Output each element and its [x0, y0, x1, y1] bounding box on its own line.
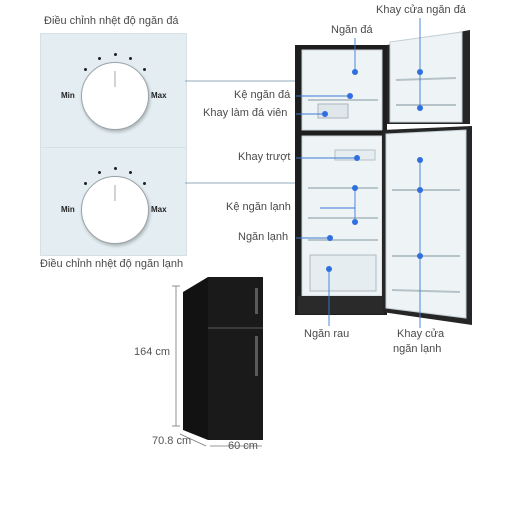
ice-tray — [317, 103, 349, 119]
fridge-door-tray-label-line1: Khay cửa — [397, 328, 445, 340]
dial-tick — [143, 68, 146, 71]
min-label: Min — [61, 205, 75, 214]
fridge-label: Ngăn lạnh — [238, 231, 289, 243]
height-dimension: 164 cm — [134, 346, 171, 358]
dial-tick — [129, 57, 132, 60]
dial-tick — [98, 57, 101, 60]
ice-tray-label: Khay làm đá viên — [203, 107, 288, 119]
vegetable-drawer — [309, 254, 377, 292]
closed-fridge-side — [183, 277, 208, 440]
dial-tick — [98, 171, 101, 174]
freezer-temperature-knob[interactable] — [81, 62, 149, 130]
vegetable-drawer-label: Ngăn rau — [304, 328, 350, 340]
width-dimension: 60 cm — [228, 440, 258, 452]
freezer-shelf-label: Kệ ngăn đá — [234, 89, 291, 101]
fridge-door-tray-label-line2: ngăn lạnh — [393, 343, 442, 355]
freezer-dial-panel: Min Max — [40, 33, 187, 148]
callout-markers — [322, 69, 423, 272]
dial-tick — [114, 167, 117, 170]
fridge-door-inner — [385, 129, 467, 319]
closed-fridge-front — [208, 277, 263, 440]
freezer-door-tray-label: Khay cửa ngăn đá — [376, 4, 466, 16]
dial-tick — [143, 182, 146, 185]
min-label: Min — [61, 91, 75, 100]
sliding-tray-label: Khay trượt — [238, 151, 291, 163]
dial-tick — [84, 68, 87, 71]
dimension-lines — [172, 285, 262, 447]
dial-tick — [129, 171, 132, 174]
freezer-door-inner — [389, 31, 463, 123]
max-label: Max — [151, 205, 167, 214]
dial-tick — [84, 182, 87, 185]
depth-dimension: 70.8 cm — [152, 435, 192, 447]
max-label: Max — [151, 91, 167, 100]
fridge-dial-caption: Điều chỉnh nhệt độ ngăn lạnh — [40, 258, 184, 270]
fridge-temperature-knob[interactable] — [81, 176, 149, 244]
dial-tick — [114, 53, 117, 56]
freezer-label: Ngăn đá — [331, 24, 373, 36]
fridge-shelf-label: Kệ ngăn lạnh — [226, 201, 291, 213]
freezer-dial-caption: Điều chỉnh nhệt độ ngăn đá — [44, 15, 179, 27]
fridge-dial-panel: Min Max — [40, 147, 187, 256]
fridge-base — [298, 296, 384, 314]
